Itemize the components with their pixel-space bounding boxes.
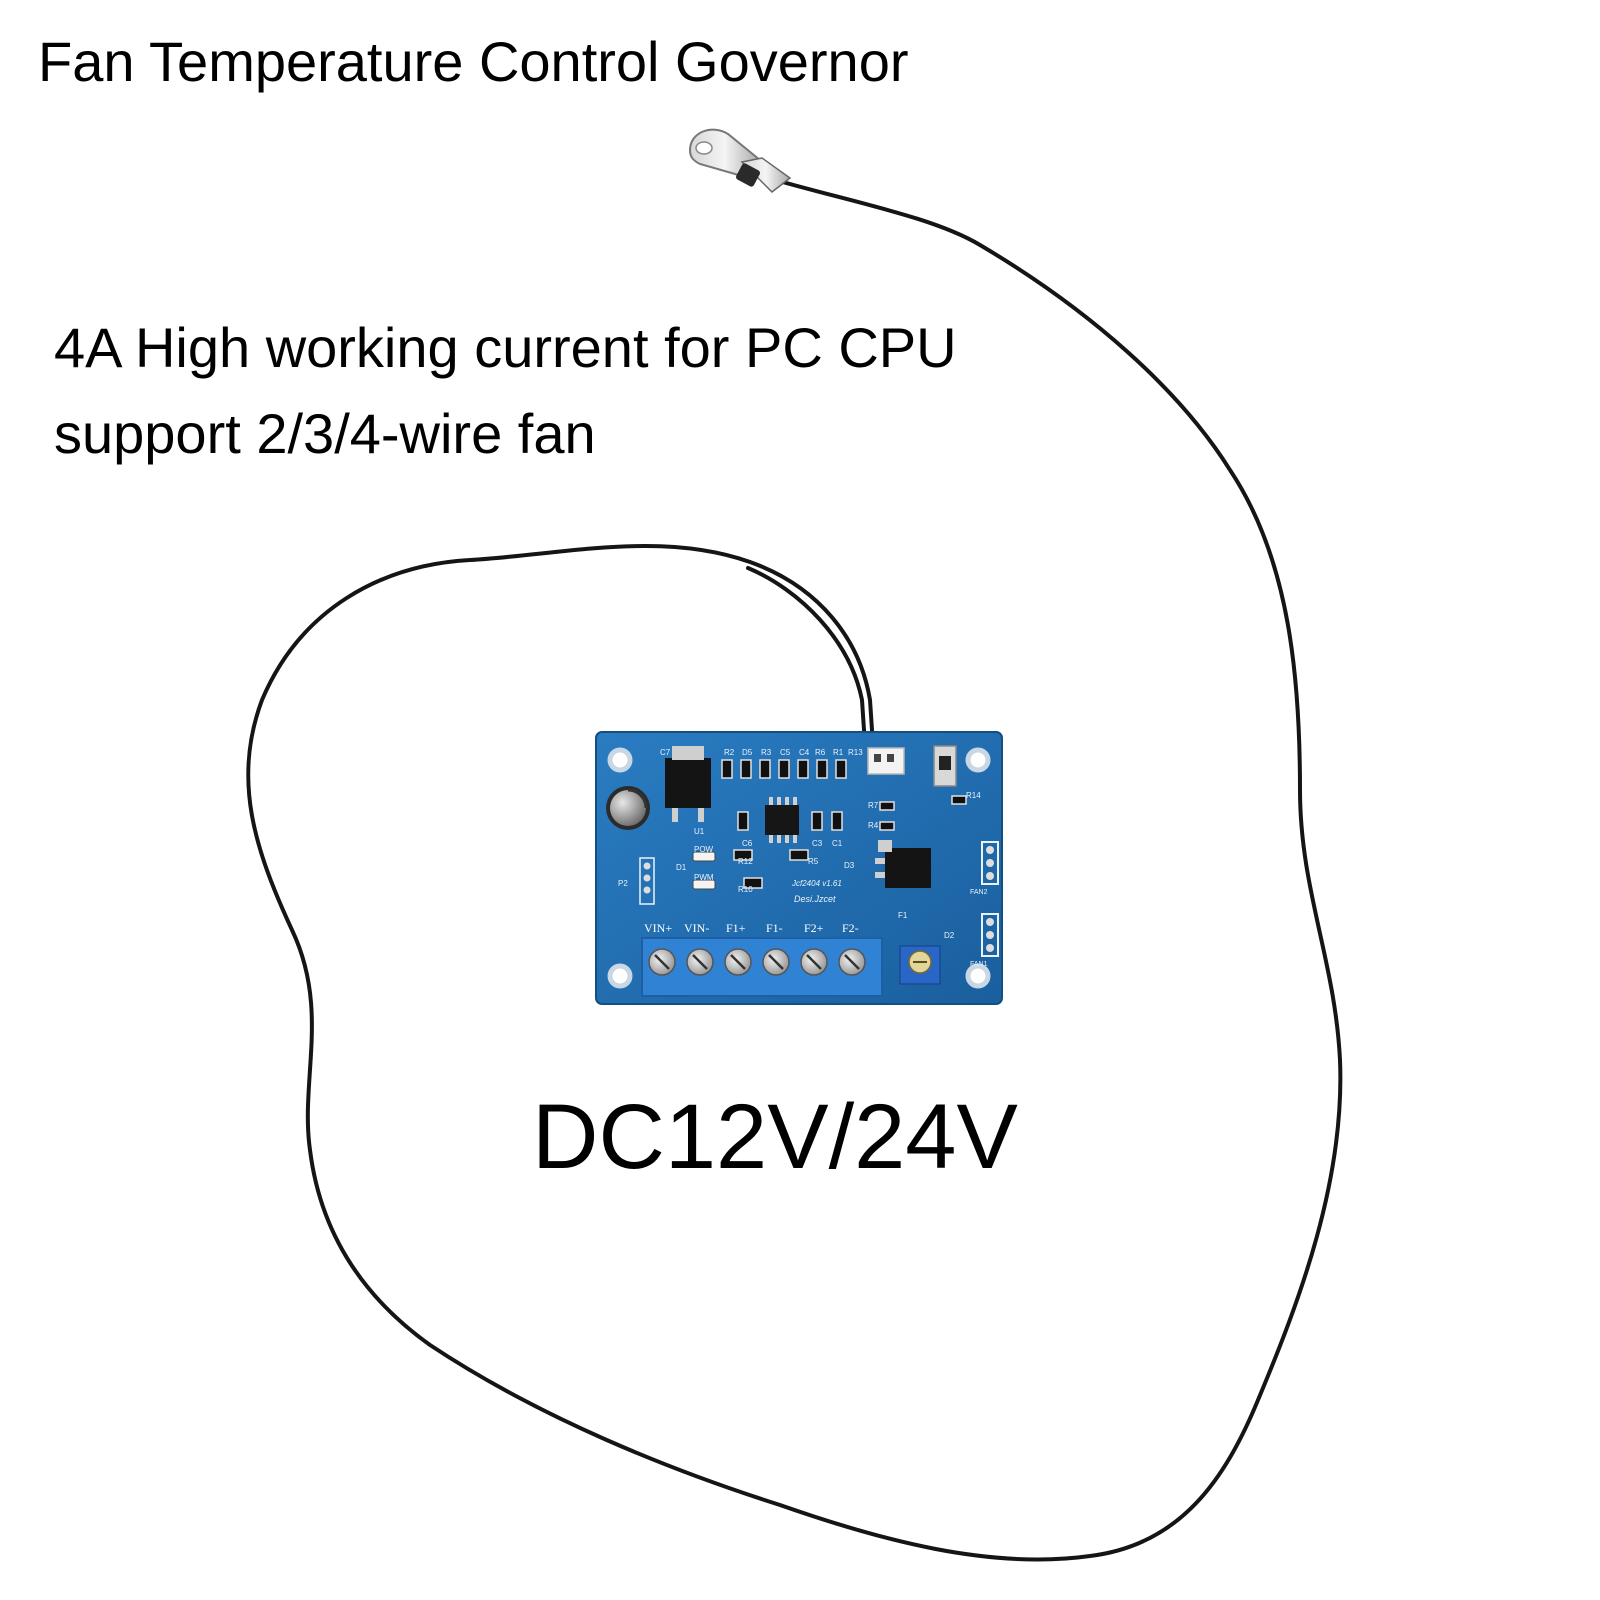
silk-d3: D3 [844, 861, 855, 870]
silk-c7: C7 [660, 748, 671, 757]
temperature-probe [688, 128, 792, 193]
silk-pow: POW [694, 845, 714, 854]
silk-r14: R14 [966, 791, 981, 800]
electrolytic-capacitor [606, 786, 650, 830]
silk-r3: R3 [761, 748, 772, 757]
silk-c1: C1 [832, 839, 843, 848]
fan2-header [981, 841, 999, 885]
silk-r10: R10 [738, 885, 753, 894]
terminal-label-vin-minus: VIN- [684, 921, 709, 935]
sensor-wire-second-strand [746, 566, 868, 762]
silk-u1: U1 [694, 827, 705, 836]
silk-c5: C5 [780, 748, 791, 757]
feature-line-fan-support: support 2/3/4-wire fan [54, 402, 596, 465]
silk-d5: D5 [742, 748, 753, 757]
screw-terminal-block [641, 937, 883, 997]
silk-f1: F1 [898, 911, 908, 920]
mounting-holes [607, 747, 991, 989]
slide-switch [933, 745, 957, 787]
silk-r4: R4 [868, 821, 879, 830]
terminal-label-f1-minus: F1- [766, 921, 783, 935]
status-leds [692, 851, 716, 890]
silk-r5: R5 [808, 857, 819, 866]
ic-chip [765, 797, 799, 843]
terminal-labels: VIN+ VIN- F1+ F1- F2+ F2- [644, 921, 859, 935]
sensor-connector [867, 747, 905, 775]
terminal-label-vin-plus: VIN+ [644, 921, 672, 935]
silk-c3: C3 [812, 839, 823, 848]
silk-p2: P2 [618, 879, 628, 888]
silk-d1: D1 [676, 863, 687, 872]
terminal-label-f1-plus: F1+ [726, 921, 746, 935]
silk-pwm: PWM [694, 873, 714, 882]
terminal-label-f2-plus: F2+ [804, 921, 824, 935]
silk-c6: C6 [742, 839, 753, 848]
sensor-wire-loop [246, 170, 1343, 1562]
fan-controller-pcb [595, 731, 1003, 1005]
silk-r7: R7 [868, 801, 879, 810]
fan1-header [981, 913, 999, 957]
mosfet [875, 840, 931, 888]
potentiometer [899, 945, 941, 985]
feature-line-current: 4A High working current for PC CPU [54, 316, 957, 379]
silk-r12: R12 [738, 857, 753, 866]
silk-r2: R2 [724, 748, 735, 757]
voltage-regulator-u1 [665, 746, 711, 822]
silkscreen-labels: C7 R2 D5 R3 C5 C4 R6 R1 R13 R14 C6 C3 C1… [618, 748, 988, 968]
voltage-rating: DC12V/24V [532, 1086, 1018, 1188]
p2-header [639, 857, 655, 905]
silk-r1: R1 [833, 748, 844, 757]
smd-component-row [721, 759, 967, 889]
silk-r6: R6 [815, 748, 826, 757]
silk-r13: R13 [848, 748, 863, 757]
silk-fan1: FAN1 [970, 961, 988, 968]
terminal-label-f2-minus: F2- [842, 921, 859, 935]
silk-d2: D2 [944, 931, 955, 940]
silk-c4: C4 [799, 748, 810, 757]
silk-version: Jcf2404 v1.61 [791, 879, 842, 888]
product-title: Fan Temperature Control Governor [38, 30, 909, 93]
silk-fan2: FAN2 [970, 889, 988, 896]
silk-designer: Desi.Jzcet [794, 894, 836, 904]
